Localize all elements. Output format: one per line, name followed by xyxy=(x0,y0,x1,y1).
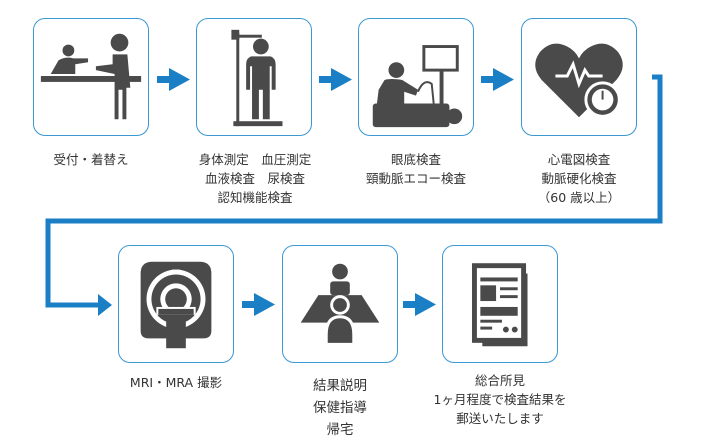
step-mri-box xyxy=(118,245,234,363)
step-reception-box xyxy=(33,18,149,136)
height-measurement-icon xyxy=(231,29,283,127)
step-ecg-box xyxy=(521,18,637,136)
label-line: （60 歳以上） xyxy=(537,190,621,205)
ultrasound-exam-icon xyxy=(372,45,463,128)
step-label-report: 総合所見 1ヶ月程度で検査結果を 郵送いたします xyxy=(415,371,585,428)
label-line: 心電図検査 xyxy=(547,152,611,167)
step-label-ecg: 心電図検査 動脈硬化検査 （60 歳以上） xyxy=(494,150,664,207)
label-line: 受付・着替え xyxy=(53,152,129,167)
arrow-icon xyxy=(157,68,514,316)
step-label-ultrasound: 眼底検査 頸動脈エコー検査 xyxy=(331,150,501,188)
step-report-box xyxy=(442,245,558,363)
label-line: MRI・MRA 撮影 xyxy=(129,375,223,390)
reception-icon xyxy=(40,33,142,120)
step-measurement-box xyxy=(196,18,312,136)
label-line: 帰宅 xyxy=(326,422,354,438)
step-label-mri: MRI・MRA 撮影 xyxy=(91,373,261,392)
consultation-icon xyxy=(300,263,380,346)
label-line: 頸動脈エコー検査 xyxy=(365,171,466,186)
mri-scanner-icon xyxy=(140,261,212,349)
label-line: 総合所見 xyxy=(474,373,525,388)
label-line: 郵送いたします xyxy=(456,411,544,426)
step-label-consultation: 結果説明 保健指導 帰宅 xyxy=(255,375,425,441)
label-line: 結果説明 xyxy=(313,378,367,394)
step-consultation-box xyxy=(282,245,398,363)
report-document-icon xyxy=(471,263,528,347)
step-label-reception: 受付・着替え xyxy=(6,150,176,169)
heart-ecg-icon xyxy=(535,43,623,118)
label-line: 認知機能検査 xyxy=(217,190,293,205)
label-line: 1ヶ月程度で検査結果を xyxy=(433,392,567,407)
label-line: 動脈硬化検査 xyxy=(541,171,617,186)
label-line: 身体測定 血圧測定 xyxy=(198,152,312,167)
label-line: 眼底検査 xyxy=(390,152,441,167)
step-label-measurement: 身体測定 血圧測定 血液検査 尿検査 認知機能検査 xyxy=(170,150,340,207)
label-line: 血液検査 尿検査 xyxy=(204,171,305,186)
label-line: 保健指導 xyxy=(313,400,367,416)
step-ultrasound-box xyxy=(358,18,474,136)
